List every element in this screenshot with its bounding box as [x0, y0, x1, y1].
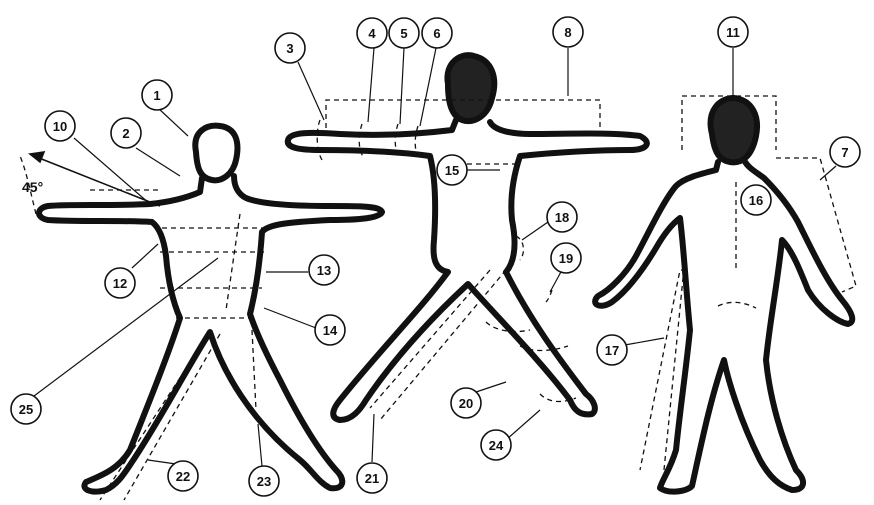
- svg-text:10: 10: [53, 119, 67, 134]
- svg-text:23: 23: [257, 474, 271, 489]
- svg-text:16: 16: [749, 193, 763, 208]
- callout-23: 23: [249, 466, 279, 496]
- callout-22: 22: [168, 461, 198, 491]
- figure-back-right: [595, 98, 852, 492]
- angle-label: 45°: [22, 179, 43, 195]
- callout-18: 18: [547, 202, 577, 232]
- callout-6: 6: [422, 18, 452, 48]
- callout-11: 11: [718, 17, 748, 47]
- figure-front-left-arrow: [30, 152, 160, 206]
- svg-text:3: 3: [286, 41, 293, 56]
- callout-4: 4: [357, 18, 387, 48]
- svg-text:6: 6: [433, 26, 440, 41]
- callout-2: 2: [111, 118, 141, 148]
- svg-text:21: 21: [365, 471, 379, 486]
- svg-text:2: 2: [122, 126, 129, 141]
- callout-16: 16: [741, 185, 771, 215]
- callout-14: 14: [315, 315, 345, 345]
- svg-text:14: 14: [323, 323, 338, 338]
- svg-text:18: 18: [555, 210, 569, 225]
- callout-5: 5: [389, 18, 419, 48]
- callout-25: 25: [11, 394, 41, 424]
- svg-text:1: 1: [153, 88, 160, 103]
- svg-text:8: 8: [564, 25, 571, 40]
- svg-text:20: 20: [459, 396, 473, 411]
- callout-13: 13: [309, 255, 339, 285]
- svg-text:19: 19: [559, 251, 573, 266]
- callout-8: 8: [553, 17, 583, 47]
- callout-17: 17: [597, 335, 627, 365]
- callout-7: 7: [830, 137, 860, 167]
- svg-text:4: 4: [368, 26, 376, 41]
- callout-1: 1: [142, 80, 172, 110]
- callout-19: 19: [551, 243, 581, 273]
- svg-text:13: 13: [317, 263, 331, 278]
- callout-20: 20: [451, 388, 481, 418]
- callout-10: 10: [45, 111, 75, 141]
- callout-24: 24: [481, 430, 511, 460]
- svg-text:25: 25: [19, 402, 33, 417]
- svg-text:12: 12: [113, 276, 127, 291]
- svg-text:7: 7: [841, 145, 848, 160]
- callout-12: 12: [105, 268, 135, 298]
- svg-text:22: 22: [176, 469, 190, 484]
- svg-text:5: 5: [400, 26, 407, 41]
- svg-text:11: 11: [726, 25, 740, 40]
- figure-front-left: [39, 126, 382, 492]
- callout-3: 3: [275, 33, 305, 63]
- callout-15: 15: [437, 155, 467, 185]
- svg-text:17: 17: [605, 343, 619, 358]
- svg-text:15: 15: [445, 163, 459, 178]
- svg-text:24: 24: [489, 438, 504, 453]
- callout-21: 21: [357, 463, 387, 493]
- figure-front-middle: [288, 55, 647, 420]
